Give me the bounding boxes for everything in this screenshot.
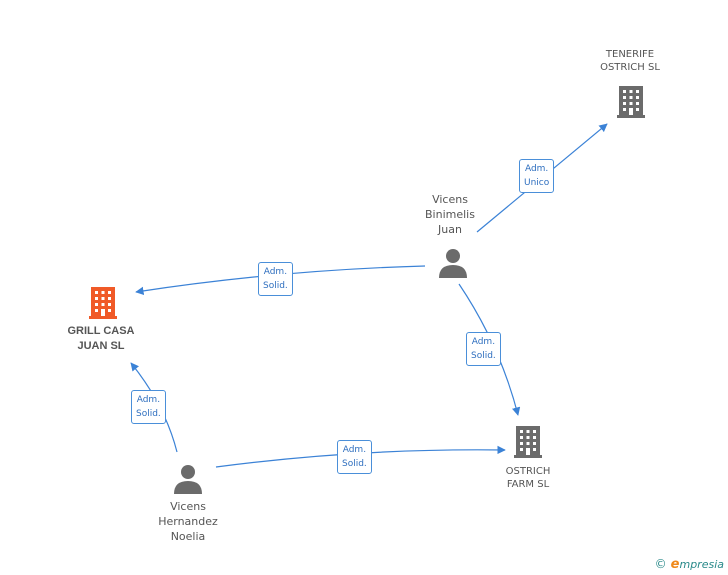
edge-label-noelia-to-farm[interactable]: Adm. Solid.: [337, 440, 372, 474]
company-label-ostrich-farm[interactable]: OSTRICH FARM SL: [505, 466, 551, 490]
brand-logo: ©empresia: [655, 557, 724, 572]
person-icon[interactable]: [437, 248, 469, 278]
brand-name: mpresia: [679, 558, 724, 571]
brand-initial: e: [670, 557, 680, 572]
company-label-tenerife[interactable]: TENERIFE OSTRICH SL: [600, 49, 660, 73]
building-icon[interactable]: [614, 84, 648, 118]
edge-label-juan-to-tenerife[interactable]: Adm. Unico: [519, 159, 555, 193]
person-icon[interactable]: [172, 464, 204, 494]
building-icon[interactable]: [511, 424, 545, 458]
company-label-grill[interactable]: GRILL CASA JUAN SL: [67, 325, 135, 352]
person-label-vicens-noelia[interactable]: Vicens Hernandez Noelia: [158, 500, 218, 543]
building-icon[interactable]: [86, 285, 120, 319]
edge-label-juan-to-grill[interactable]: Adm. Solid.: [258, 262, 293, 296]
person-label-vicens-juan[interactable]: Vicens Binimelis Juan: [425, 193, 475, 236]
edge-label-juan-to-farm[interactable]: Adm. Solid.: [466, 332, 501, 366]
copyright-symbol: ©: [654, 557, 667, 571]
edge-label-noelia-to-grill[interactable]: Adm. Solid.: [131, 390, 166, 424]
